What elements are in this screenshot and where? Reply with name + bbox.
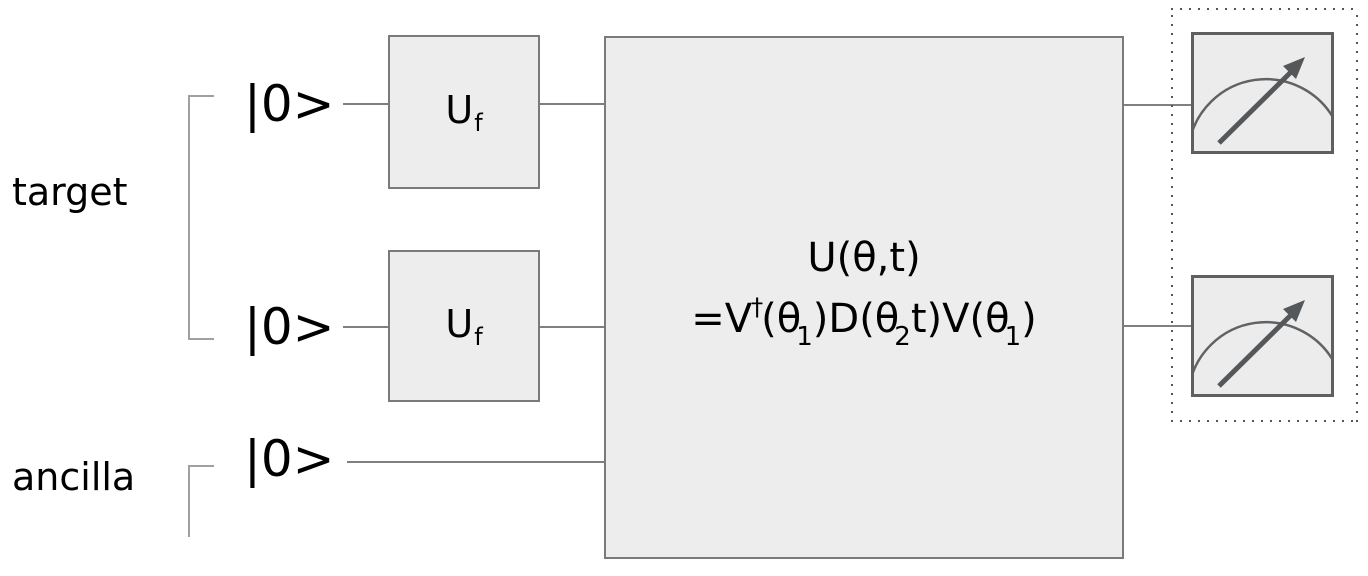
formula-part: (θ	[761, 295, 802, 342]
qubit-wire-segment	[1124, 325, 1191, 327]
qubit-wire-segment	[343, 103, 388, 105]
uf-gate-2: Uf	[388, 250, 540, 402]
gauge-arc	[1194, 77, 1331, 131]
measurement-gauge-2	[1191, 275, 1334, 397]
qubit-wire-segment	[540, 326, 606, 328]
gauge-needle	[1217, 70, 1293, 145]
uf-gate-label: Uf	[445, 87, 483, 137]
qubit-wire-segment	[1124, 104, 1191, 106]
unitary-formula-line2: =V†(θ1)D(θ2t)V(θ1)	[691, 283, 1036, 362]
qubit-wire-segment	[540, 103, 606, 105]
formula-part: †	[751, 292, 764, 321]
gauge-needle-arrowhead	[1283, 300, 1305, 322]
uf-gate-label: Uf	[445, 301, 483, 351]
formula-part: 1	[1004, 321, 1022, 352]
uf-gate-1: Uf	[388, 35, 540, 189]
ket-zero-target-1: |0>	[244, 75, 335, 133]
qubit-wire-segment	[343, 326, 388, 328]
formula-part: =V	[691, 295, 753, 342]
formula-part: )D(θ	[812, 295, 900, 342]
target-register-bracket	[188, 95, 216, 340]
unitary-gate: U(θ,t) =V†(θ1)D(θ2t)V(θ1)	[604, 36, 1124, 559]
register-label-ancilla: ancilla	[12, 455, 136, 499]
gauge-needle	[1217, 313, 1293, 388]
formula-part: )	[1021, 295, 1037, 342]
ket-zero-target-2: |0>	[244, 298, 335, 356]
gauge-arc	[1194, 320, 1331, 374]
register-label-target: target	[12, 170, 128, 214]
ancilla-register-bracket	[188, 465, 216, 537]
formula-part: 1	[796, 321, 813, 352]
formula-part: t)V(θ	[910, 295, 1010, 342]
measurement-gauge-1	[1191, 32, 1334, 154]
formula-part: 2	[894, 321, 911, 352]
gauge-meter-icon	[1194, 300, 1331, 388]
unitary-formula-line1: U(θ,t)	[807, 234, 921, 281]
gauge-needle-arrowhead	[1283, 57, 1305, 79]
ket-zero-ancilla: |0>	[244, 430, 335, 488]
ancilla-wire	[347, 461, 606, 463]
gauge-meter-icon	[1194, 57, 1331, 145]
